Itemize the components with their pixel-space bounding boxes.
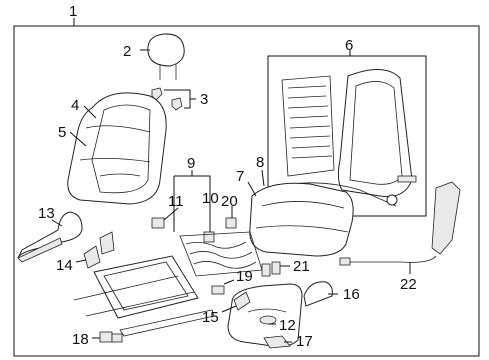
side-shield-part: [17, 211, 83, 263]
callout-13: 13: [38, 205, 55, 222]
assembly-border: [13, 25, 480, 357]
side-trim-part: [339, 181, 461, 266]
side-clip-part: [261, 261, 281, 277]
callout-14: 14: [56, 257, 73, 274]
seat-back-cushion-part: [67, 92, 167, 205]
callout-19: 19: [236, 268, 253, 285]
callout-18: 18: [72, 331, 89, 348]
callout-4: 4: [71, 97, 79, 114]
clip-part: [151, 217, 237, 243]
trim-clip-part: [211, 285, 251, 311]
callout-8: 8: [256, 154, 264, 171]
seat-frame-part: [73, 255, 215, 337]
headrest-guide-part: [151, 87, 183, 111]
seat-side-cover-part: [227, 283, 303, 347]
callout-15: 15: [202, 309, 219, 326]
callout-5: 5: [58, 124, 66, 141]
headrest-part: [147, 33, 185, 80]
callout-3: 3: [200, 91, 208, 108]
callout-9: 9: [187, 155, 195, 172]
callout-1: 1: [69, 3, 77, 20]
callout-2: 2: [123, 43, 131, 60]
bracket-part: [83, 231, 115, 269]
callout-16: 16: [343, 286, 360, 303]
callout-17: 17: [296, 333, 313, 350]
seat-back-frame-part: [279, 69, 417, 207]
plug-part: [99, 331, 123, 343]
callout-22: 22: [400, 276, 417, 293]
seat-cushion-part: [249, 182, 354, 257]
handle-part: [263, 335, 291, 349]
callout-7: 7: [236, 168, 244, 185]
callout-12: 12: [279, 317, 296, 334]
callout-10: 10: [202, 190, 219, 207]
callout-11: 11: [168, 193, 184, 210]
callout-21: 21: [293, 258, 310, 275]
callout-6: 6: [345, 37, 353, 54]
callout-20: 20: [221, 193, 238, 210]
